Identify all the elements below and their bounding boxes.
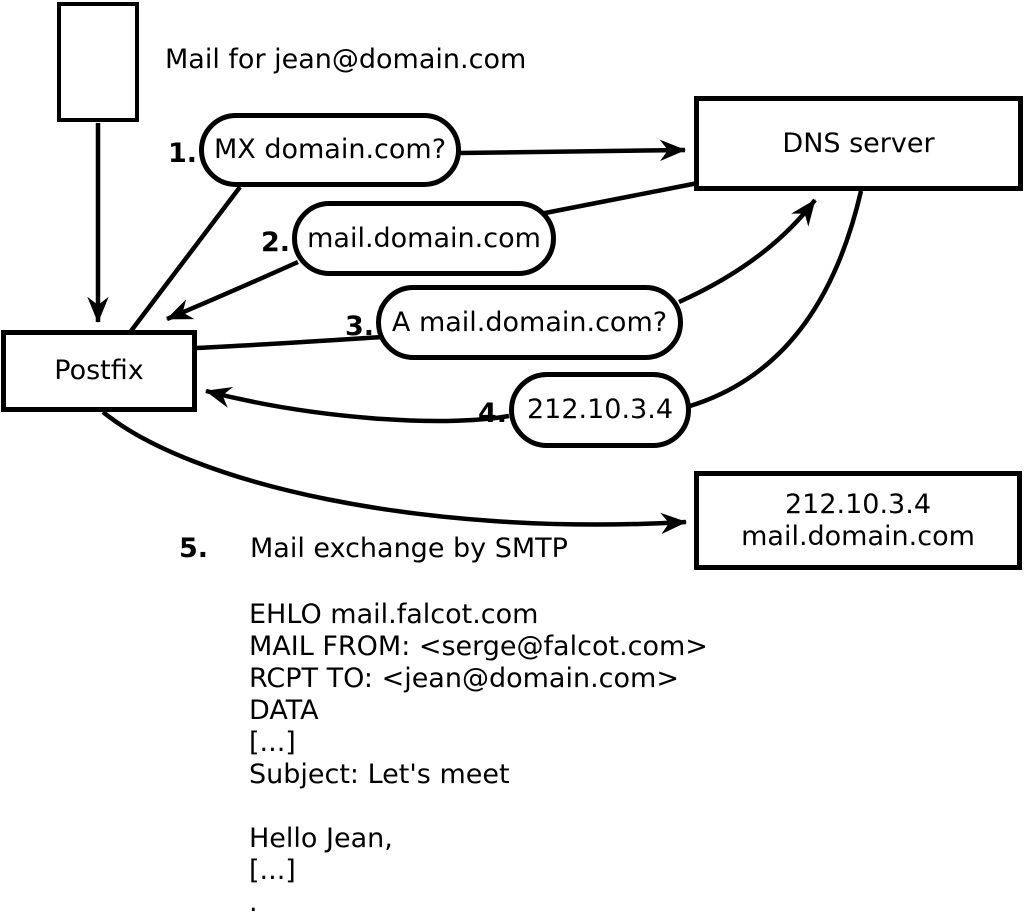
step-1-number: 1. <box>167 138 197 169</box>
smtp-exchange-label: Mail exchange by SMTP <box>250 533 568 564</box>
smtp-line-data: DATA <box>249 695 319 726</box>
mail-envelope-icon <box>57 2 139 122</box>
mx-answer-label: mail.domain.com <box>307 222 541 254</box>
step-2-number: 2. <box>260 227 290 258</box>
line-dns-to-pill2 <box>539 180 699 217</box>
mailserver-hostname-label: mail.domain.com <box>741 520 975 552</box>
line-dns-to-pill4 <box>689 190 864 409</box>
message-pill-a-answer: 212.10.3.4 <box>509 372 691 448</box>
dns-server-node: DNS server <box>694 96 1023 191</box>
arrow-pill4-to-postfix <box>205 386 510 424</box>
arrow-postfix-to-mailserver <box>101 410 687 535</box>
arrow-pill3-to-dns <box>678 198 817 305</box>
mx-query-label: MX domain.com? <box>213 134 447 166</box>
smtp-line-mail-from: MAIL FROM: <serge@falcot.com> <box>249 631 708 662</box>
target-mailserver-node: 212.10.3.4 mail.domain.com <box>694 471 1022 570</box>
step-4-number: 4. <box>477 398 507 429</box>
smtp-line-subject: Subject: Let's meet <box>249 759 510 790</box>
message-pill-mx-query: MX domain.com? <box>199 113 461 187</box>
line-postfix-to-pill1 <box>129 185 242 333</box>
smtp-line-rcpt-to: RCPT TO: <jean@domain.com> <box>249 663 679 694</box>
postfix-node: Postfix <box>1 330 197 412</box>
a-query-label: A mail.domain.com? <box>391 306 668 338</box>
mailserver-ip-label: 212.10.3.4 <box>785 489 931 521</box>
smtp-line-end-dot: . <box>249 887 258 918</box>
step-3-number: 3. <box>344 311 374 342</box>
smtp-line-ehlo: EHLO mail.falcot.com <box>249 599 539 630</box>
smtp-line-blank <box>249 791 708 823</box>
arrow-pill2-to-postfix <box>166 259 299 322</box>
arrow-pill1-to-dns <box>458 139 686 162</box>
step-5-number: 5. <box>178 533 208 564</box>
smtp-line-ellipsis-1: [...] <box>249 727 296 758</box>
postfix-label: Postfix <box>54 355 144 387</box>
message-pill-a-query: A mail.domain.com? <box>376 285 683 360</box>
line-postfix-to-pill3 <box>195 334 383 351</box>
smtp-line-hello: Hello Jean, <box>249 823 393 854</box>
mail-note-label: Mail for jean@domain.com <box>165 44 527 75</box>
smtp-line-ellipsis-2: [...] <box>249 855 296 886</box>
message-pill-mx-answer: mail.domain.com <box>292 201 556 276</box>
a-answer-label: 212.10.3.4 <box>527 394 673 426</box>
dns-server-label: DNS server <box>782 127 935 159</box>
smtp-transcript: EHLO mail.falcot.com MAIL FROM: <serge@f… <box>249 599 708 919</box>
